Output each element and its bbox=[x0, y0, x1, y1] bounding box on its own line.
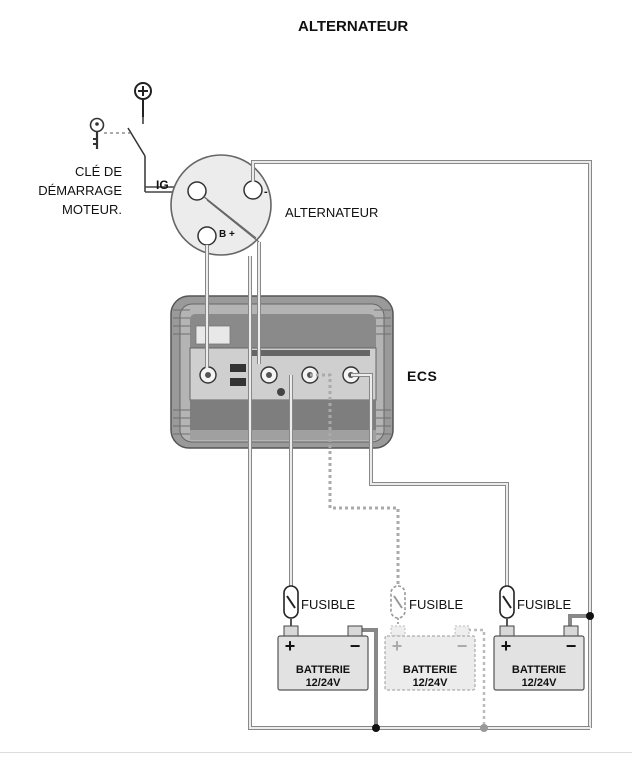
battery-1-label: BATTERIE 12/24V bbox=[280, 664, 366, 690]
battery-3-plus: + bbox=[501, 636, 512, 656]
battery-1-minus: − bbox=[350, 636, 361, 656]
key-label-line-1: CLÉ DE bbox=[75, 164, 122, 179]
battery-2-name: BATTERIE bbox=[402, 664, 458, 676]
fuse-1-label: FUSIBLE bbox=[301, 597, 356, 612]
ignition-key-label: CLÉ DE DÉMARRAGE MOTEUR. bbox=[38, 162, 122, 219]
battery-3-name: BATTERIE bbox=[511, 664, 567, 676]
battery-1-plus: + bbox=[285, 636, 296, 656]
key-label-line-3: MOTEUR. bbox=[62, 202, 122, 217]
terminal-minus-label: - bbox=[264, 186, 268, 198]
output-2-wire bbox=[310, 373, 400, 586]
battery-1 bbox=[277, 625, 369, 691]
terminal-bplus-label: B + bbox=[219, 229, 235, 240]
alternator bbox=[170, 154, 272, 256]
battery-3-voltage: 12/24V bbox=[521, 677, 557, 689]
junction-dot bbox=[372, 724, 380, 732]
battery-3-minus: − bbox=[566, 636, 577, 656]
battery-2 bbox=[384, 625, 476, 691]
alternator-label: ALTERNATEUR bbox=[285, 205, 379, 220]
key-label-line-2: DÉMARRAGE bbox=[38, 183, 122, 198]
battery-2-minus: − bbox=[457, 636, 468, 656]
terminal-ig-label: IG bbox=[156, 178, 169, 192]
ecs-label: ECS bbox=[407, 368, 438, 384]
fuse-3 bbox=[499, 585, 515, 632]
key-icon bbox=[89, 117, 105, 149]
fuse-3-label: FUSIBLE bbox=[517, 597, 572, 612]
plus-supply-icon bbox=[134, 82, 152, 117]
fuse-1 bbox=[283, 585, 299, 632]
junction-dot bbox=[480, 724, 488, 732]
battery-2-label: BATTERIE 12/24V bbox=[387, 664, 473, 690]
battery-1-voltage: 12/24V bbox=[305, 677, 341, 689]
ecs-device bbox=[170, 295, 394, 449]
junction-dot bbox=[586, 612, 594, 620]
battery-2-voltage: 12/24V bbox=[412, 677, 448, 689]
battery-2-plus: + bbox=[392, 636, 403, 656]
fuse-2-label: FUSIBLE bbox=[409, 597, 464, 612]
fuse-2 bbox=[390, 585, 406, 632]
battery-1-name: BATTERIE bbox=[295, 664, 351, 676]
bottom-divider bbox=[0, 752, 632, 753]
battery-3-label: BATTERIE 12/24V bbox=[496, 664, 582, 690]
ignition-switch bbox=[104, 117, 185, 193]
battery-3 bbox=[493, 625, 585, 691]
diagram-title: ALTERNATEUR bbox=[298, 18, 409, 35]
